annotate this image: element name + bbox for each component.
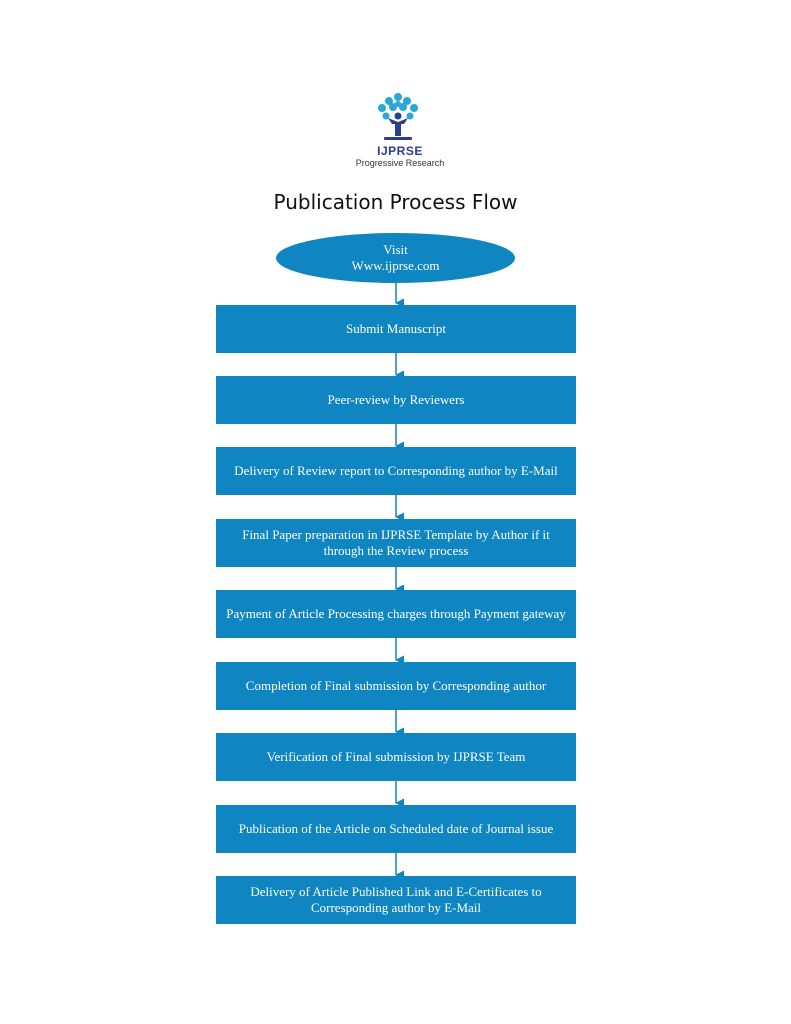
logo-name: IJPRSE (377, 144, 423, 158)
step-6-box: Completion of Final submission by Corres… (216, 662, 576, 710)
step-2-box: Peer-review by Reviewers (216, 376, 576, 424)
ijprse-logo: IJPRSE Progressive Research (350, 92, 450, 176)
step-5-box: Payment of Article Processing charges th… (216, 590, 576, 638)
start-line-2: Www.ijprse.com (351, 258, 440, 273)
step-1-box: Submit Manuscript (216, 305, 576, 353)
start-oval: Visit Www.ijprse.com (276, 233, 515, 283)
step-7-box: Verification of Final submission by IJPR… (216, 733, 576, 781)
logo-tagline: Progressive Research (355, 158, 445, 168)
page-title: Publication Process Flow (273, 190, 518, 214)
step-9-box: Delivery of Article Published Link and E… (216, 876, 576, 924)
step-4-box: Final Paper preparation in IJPRSE Templa… (216, 519, 576, 567)
tree-figure-icon (378, 93, 418, 140)
step-3-box: Delivery of Review report to Correspondi… (216, 447, 576, 495)
start-line-1: Visit (383, 242, 408, 257)
step-8-box: Publication of the Article on Scheduled … (216, 805, 576, 853)
